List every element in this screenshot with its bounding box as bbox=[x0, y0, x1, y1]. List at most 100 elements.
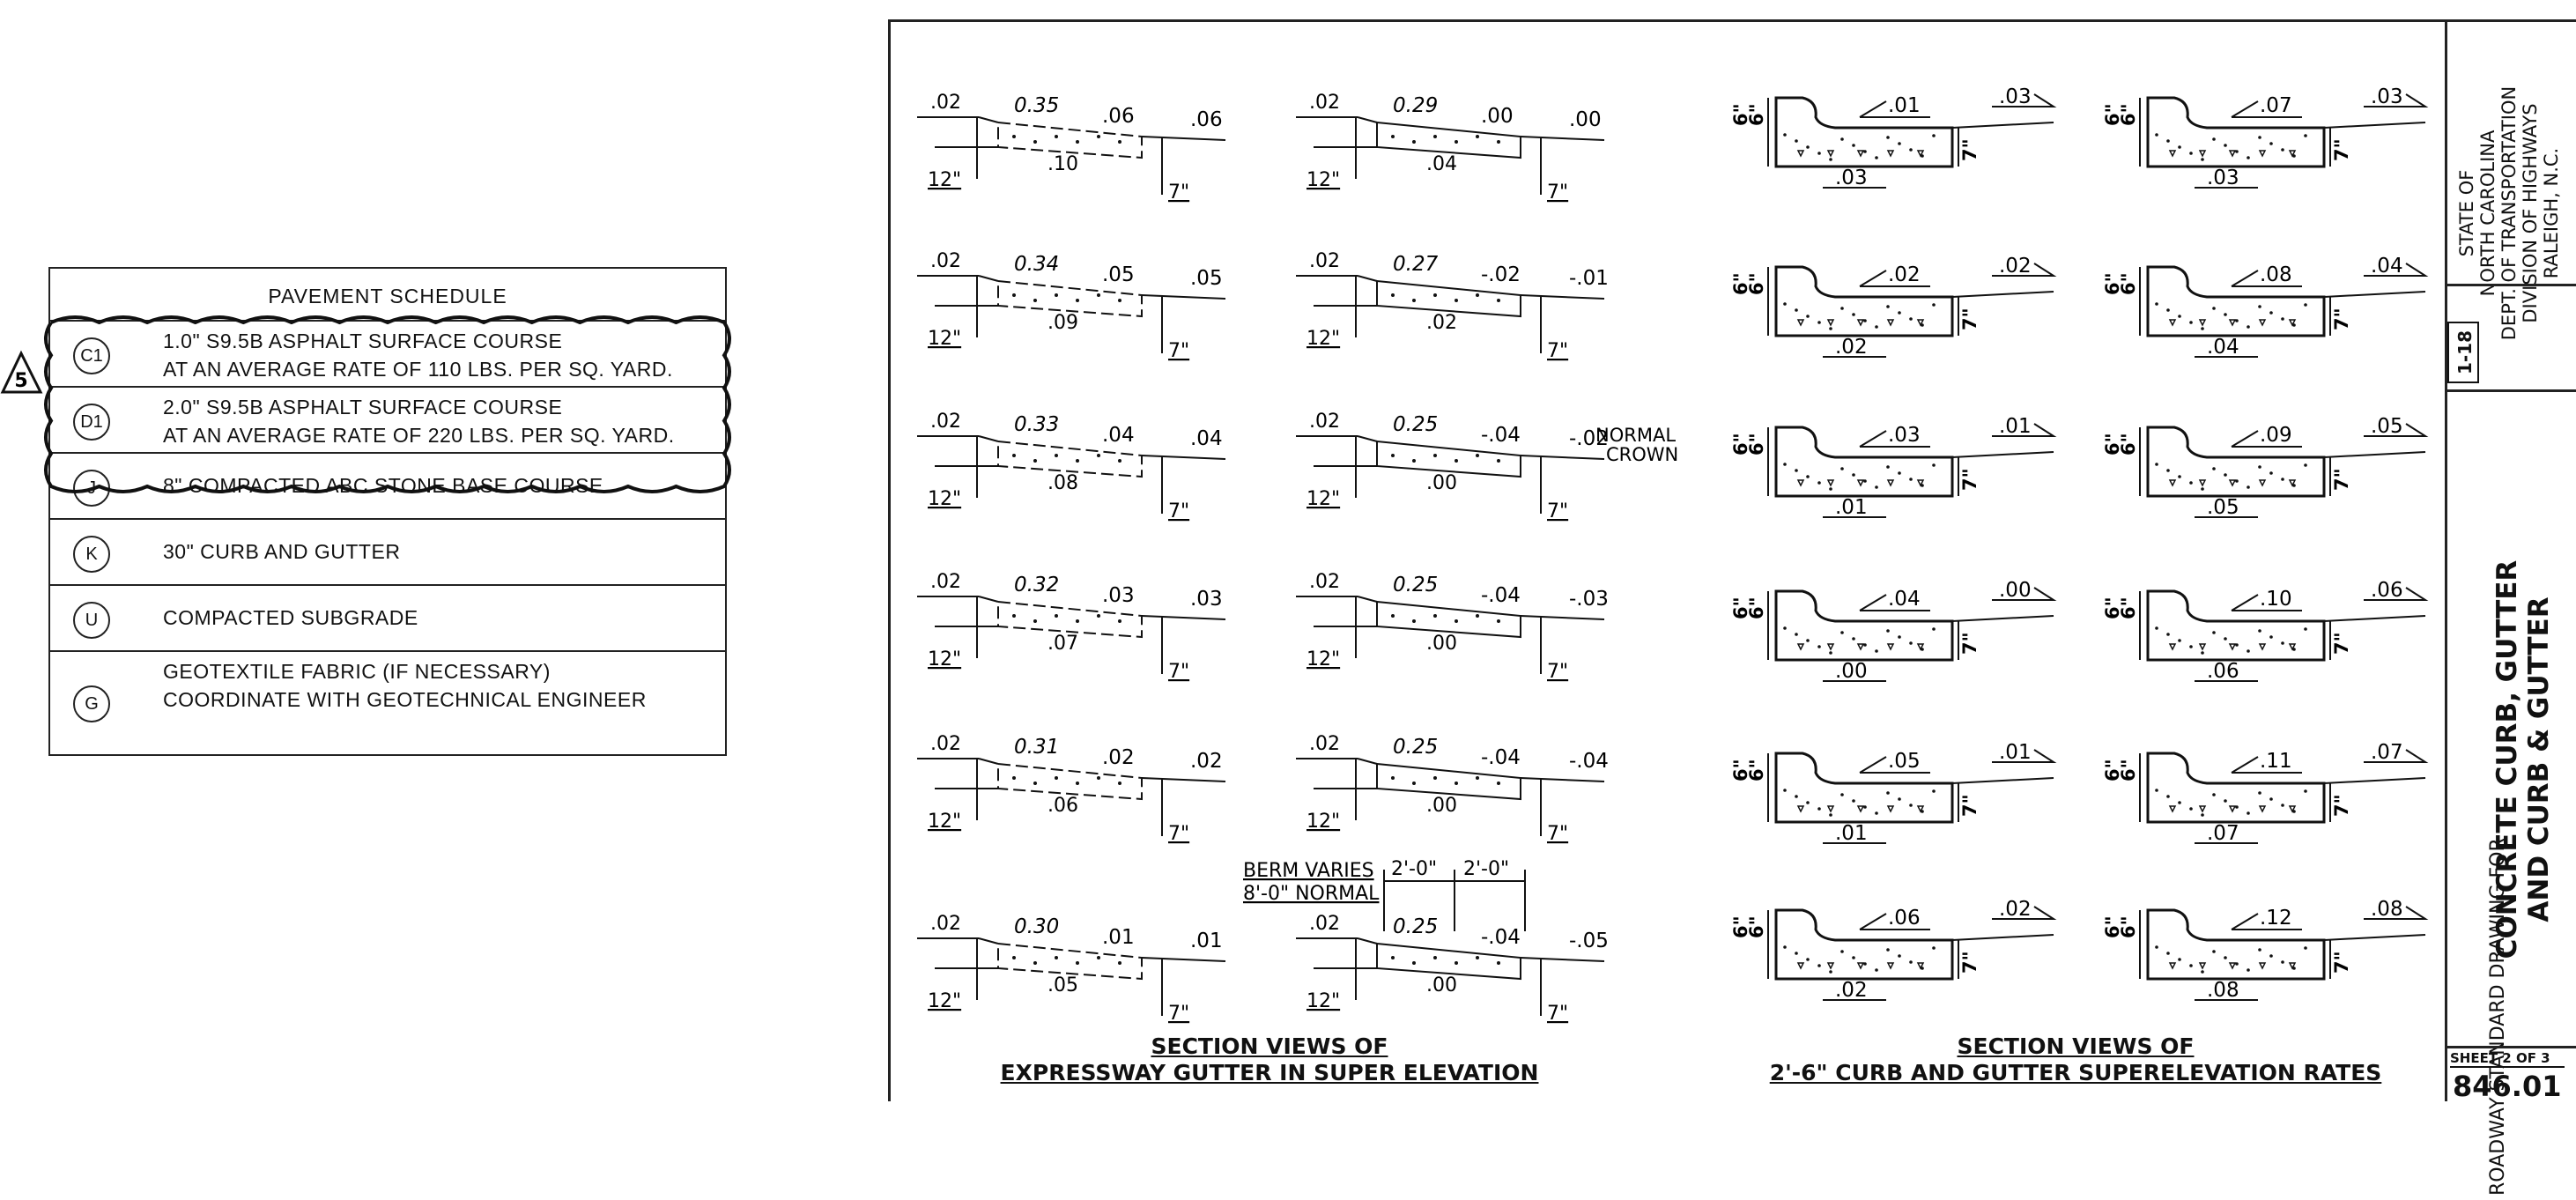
gutter-width-label: 0.29 bbox=[1393, 94, 1438, 117]
slope-symbol bbox=[2364, 587, 2429, 601]
aggregate-dot bbox=[2269, 311, 2273, 315]
schedule-line-2: AT AN AVERAGE RATE OF 220 LBS. PER SQ. Y… bbox=[163, 424, 675, 447]
aggregate-dot bbox=[1783, 302, 1787, 306]
aggregate-triangle bbox=[2198, 962, 2207, 970]
aggregate-dot bbox=[1875, 968, 1878, 972]
slope-label: .06 bbox=[1102, 105, 1135, 128]
schedule-line-1: GEOTEXTILE FABRIC (IF NECESSARY) bbox=[163, 660, 551, 683]
aggregate-dot bbox=[2304, 627, 2307, 631]
gutter-slab bbox=[997, 121, 1143, 159]
aggregate-dot bbox=[2155, 789, 2158, 792]
dimension-label: 6" bbox=[1746, 759, 1767, 781]
dimension-label: 12" bbox=[1307, 990, 1340, 1012]
aggregate-dot bbox=[1852, 637, 1855, 641]
aggregate-dot bbox=[1886, 791, 1890, 795]
slope-symbol bbox=[1859, 913, 1930, 930]
aggregate-dot bbox=[1909, 317, 1913, 321]
pavement-line bbox=[2323, 934, 2426, 941]
aggregate-dot bbox=[1476, 293, 1479, 297]
aggregate-dot bbox=[1840, 631, 1844, 634]
pavement-line bbox=[1951, 615, 2054, 622]
dimension-label: 6" bbox=[1730, 759, 1751, 781]
aggregate-dot bbox=[2235, 150, 2239, 153]
aggregate-triangle bbox=[2168, 150, 2177, 158]
aggregate-dot bbox=[1391, 956, 1395, 959]
aggregate-dot bbox=[1076, 781, 1079, 785]
slope-line bbox=[1357, 275, 1378, 282]
aggregate-dot bbox=[1118, 299, 1121, 302]
dimension-label: 7" bbox=[1547, 181, 1568, 204]
aggregate-dot bbox=[1076, 459, 1079, 463]
dimension-label: 12" bbox=[1307, 328, 1340, 350]
dimension-label: 7" bbox=[2331, 951, 2352, 974]
aggregate-dot bbox=[1840, 307, 1844, 310]
aggregate-dot bbox=[1840, 793, 1844, 796]
dimension-label: 12" bbox=[928, 328, 961, 350]
gutter-caption-line1: SECTION VIEWS OF bbox=[1151, 1033, 1388, 1059]
aggregate-dot bbox=[1909, 641, 1913, 645]
slope-label: .00 bbox=[1426, 472, 1457, 494]
drawing-title-line-2: AND CURB & GUTTER bbox=[2523, 596, 2555, 922]
slope-symbol bbox=[1859, 270, 1930, 287]
aggregate-dot bbox=[1875, 325, 1878, 329]
dimension-label: 7" bbox=[2331, 138, 2352, 161]
aggregate-dot bbox=[1012, 776, 1016, 780]
dimension-label: 6" bbox=[2102, 103, 2123, 126]
aggregate-dot bbox=[1097, 454, 1100, 457]
aggregate-triangle bbox=[1916, 150, 1925, 158]
slope-label: -.04 bbox=[1481, 746, 1521, 769]
gutter-slab bbox=[997, 440, 1143, 478]
dimension-label: 6" bbox=[2118, 272, 2139, 295]
slope-label: -.04 bbox=[1481, 424, 1521, 447]
slope-label: .02 bbox=[1309, 411, 1340, 433]
slope-label: .04 bbox=[2207, 336, 2239, 359]
aggregate-triangle bbox=[2288, 150, 2297, 158]
aggregate-dot bbox=[1783, 789, 1787, 792]
slope-line bbox=[1357, 937, 1378, 944]
aggregate-dot bbox=[2247, 968, 2250, 972]
aggregate-dot bbox=[1932, 303, 1936, 307]
aggregate-dot bbox=[1055, 776, 1058, 780]
aggregate-dot bbox=[2281, 804, 2284, 807]
aggregate-dot bbox=[1033, 459, 1037, 463]
dimension-label: 6" bbox=[1730, 915, 1751, 938]
aggregate-dot bbox=[2178, 315, 2181, 318]
aggregate-dot bbox=[1076, 140, 1079, 144]
aggregate-dot bbox=[1391, 293, 1395, 297]
aggregate-dot bbox=[1795, 795, 1798, 798]
schedule-line-1: 30" CURB AND GUTTER bbox=[163, 540, 401, 563]
curb-caption-line1: SECTION VIEWS OF bbox=[1957, 1033, 2195, 1059]
slope-label: .02 bbox=[930, 250, 961, 272]
aggregate-dot bbox=[2166, 139, 2170, 143]
aggregate-dot bbox=[1795, 633, 1798, 636]
slope-label: .02 bbox=[1309, 733, 1340, 755]
aggregate-dot bbox=[1852, 144, 1855, 147]
revision-date: 1-18 bbox=[2447, 322, 2479, 383]
dimension-label: 7" bbox=[1168, 661, 1189, 683]
curb-gutter-sections: 6"6"7".01.03.036"6"7".02.02.026"6"7".03.… bbox=[1730, 85, 2429, 1002]
curb-outline bbox=[1774, 908, 1954, 981]
aggregate-triangle bbox=[1796, 150, 1805, 158]
slope-label: .02 bbox=[1309, 92, 1340, 114]
aggregate-dot bbox=[1455, 299, 1458, 302]
slope-label: .02 bbox=[1835, 979, 1868, 1002]
aggregate-dot bbox=[1863, 805, 1867, 809]
dimension-label: 7" bbox=[2331, 794, 2352, 817]
curb-outline bbox=[1774, 426, 1954, 498]
aggregate-dot bbox=[2269, 142, 2273, 145]
aggregate-dot bbox=[1497, 299, 1500, 302]
slope-label: .02 bbox=[930, 913, 961, 935]
aggregate-dot bbox=[2178, 958, 2181, 961]
dimension-label: 7" bbox=[2331, 632, 2352, 655]
dimension-label: 6" bbox=[2118, 103, 2139, 126]
slope-line bbox=[1520, 294, 1605, 300]
aggregate-dot bbox=[2224, 637, 2227, 641]
aggregate-triangle bbox=[2168, 643, 2177, 651]
dimension-label: 6" bbox=[2102, 272, 2123, 295]
aggregate-triangle bbox=[2258, 643, 2267, 651]
slope-label: .05 bbox=[2371, 415, 2403, 438]
slope-label: .04 bbox=[1426, 153, 1457, 175]
